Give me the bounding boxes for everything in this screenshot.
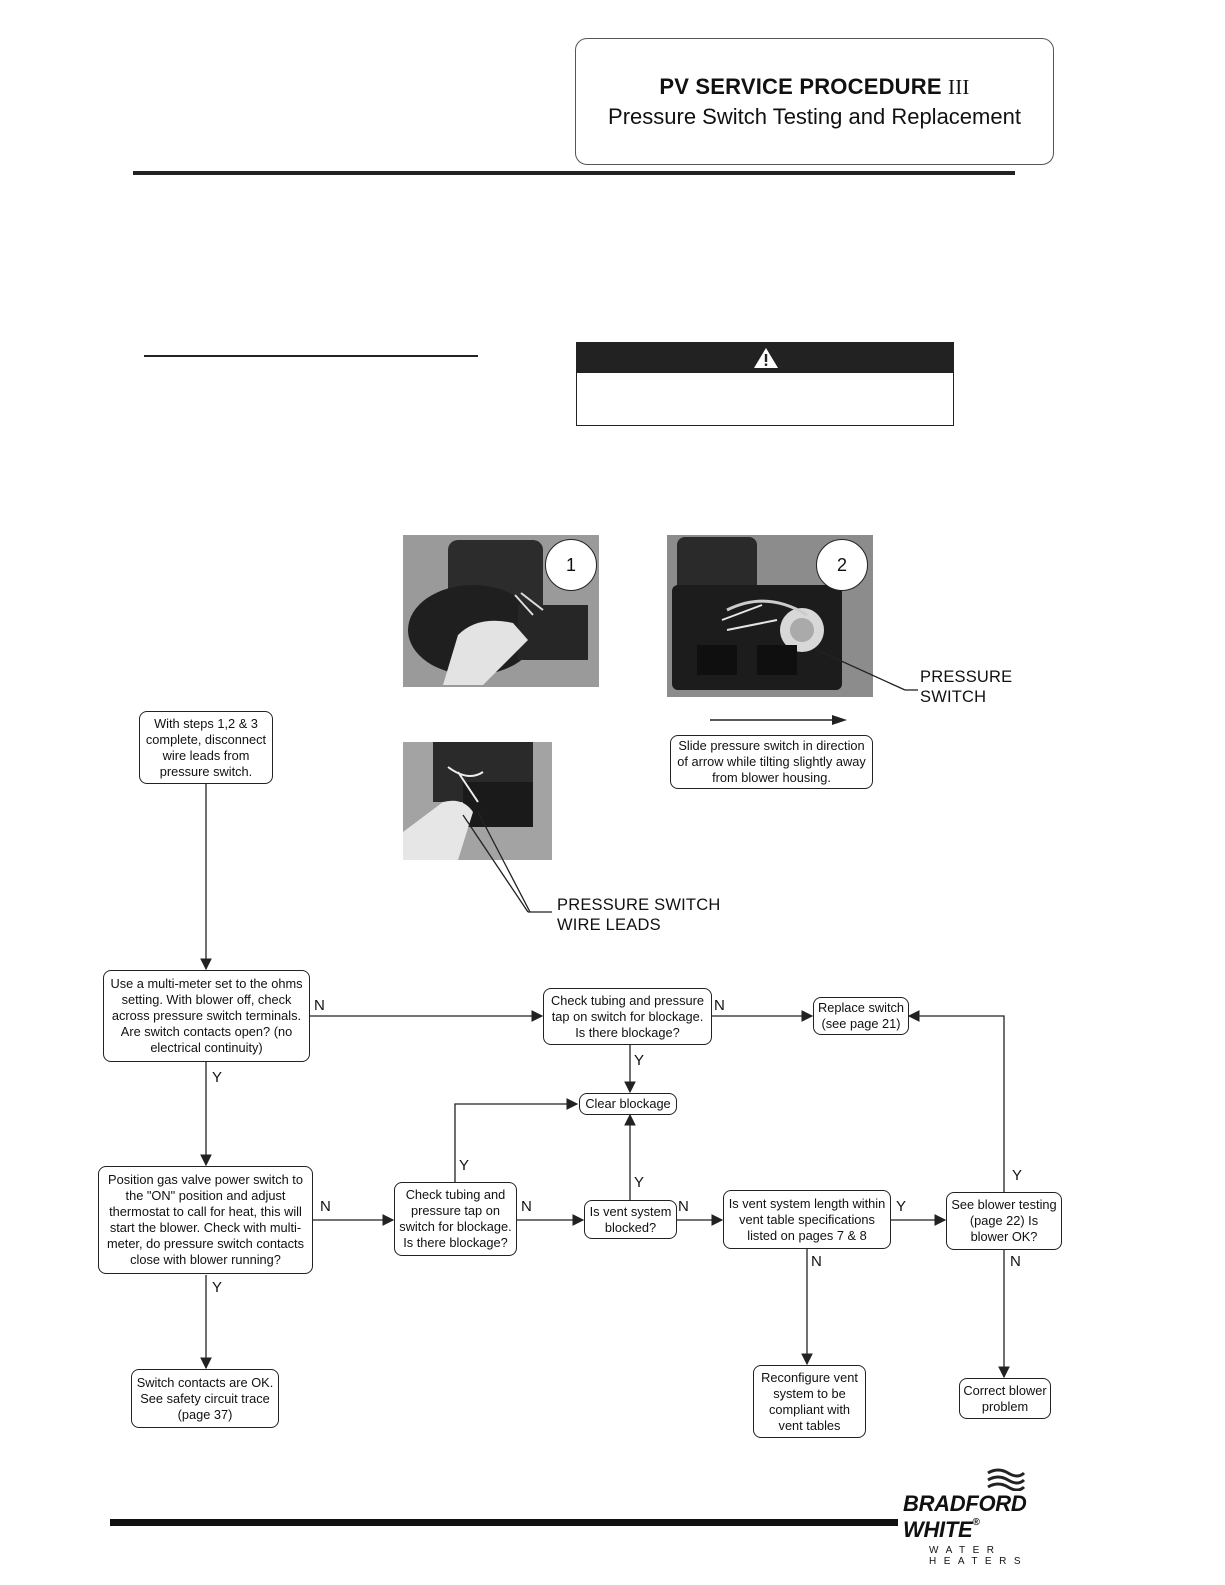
flow-label-yes: Y (896, 1198, 907, 1215)
wire-leads-label: PRESSURE SWITCH WIRE LEADS (557, 896, 721, 934)
registered-mark: ® (972, 1517, 980, 1528)
flow-label-no: N (811, 1253, 822, 1270)
flow-blower-testing-box: See blower testing (page 22) Is blower O… (946, 1192, 1062, 1250)
flow-label-no: N (320, 1198, 331, 1215)
pressure-switch-label: PRESSURE SWITCH (920, 668, 1013, 706)
flow-label-yes: Y (634, 1052, 645, 1069)
flow-label-yes: Y (459, 1157, 470, 1174)
flow-vent-blocked-box: Is vent system blocked? (584, 1200, 677, 1239)
flow-check-tubing-top-box: Check tubing and pressure tap on switch … (543, 988, 712, 1045)
flow-label-no: N (521, 1198, 532, 1215)
warning-bar (577, 343, 953, 373)
warning-box (576, 342, 954, 426)
flow-label-no: N (714, 997, 725, 1014)
flow-check-tubing-mid-box: Check tubing and pressure tap on switch … (394, 1182, 517, 1256)
procedure-number: III (948, 75, 970, 99)
header-rule (133, 171, 1015, 175)
wave-icon (987, 1468, 1026, 1491)
brand-name: BRADFORD WHITE® (903, 1491, 1027, 1542)
procedure-subtitle: Pressure Switch Testing and Replacement (608, 104, 1021, 129)
flow-gas-valve-box: Position gas valve power switch to the "… (98, 1166, 313, 1274)
brand-tagline: WATER HEATERS (929, 1545, 1028, 1567)
footer-rule (110, 1519, 898, 1526)
flow-label-no: N (678, 1198, 689, 1215)
flow-reconfigure-vent-box: Reconfigure vent system to be compliant … (753, 1365, 866, 1438)
photo-step-1-image (403, 535, 599, 687)
photo-step-1: 1 (403, 535, 599, 687)
slide-note-box: Slide pressure switch in direction of ar… (670, 735, 873, 789)
flow-label-yes: Y (212, 1069, 223, 1086)
flow-label-no: N (1010, 1253, 1021, 1270)
flow-vent-length-box: Is vent system length within vent table … (723, 1190, 891, 1249)
procedure-header: PV SERVICE PROCEDURE III Pressure Switch… (575, 38, 1054, 165)
flow-label-no: N (314, 997, 325, 1014)
flow-start-box: With steps 1,2 & 3 complete, disconnect … (139, 711, 273, 784)
section-rule (144, 355, 478, 357)
flow-label-yes: Y (1012, 1167, 1023, 1184)
procedure-title: PV SERVICE PROCEDURE III (659, 74, 970, 99)
flow-label-yes: Y (634, 1174, 645, 1191)
flow-ohms-test-box: Use a multi-meter set to the ohms settin… (103, 970, 310, 1062)
brand-logo: BRADFORD WHITE® WATER HEATERS (903, 1468, 1103, 1567)
flow-replace-switch-box: Replace switch (see page 21) (813, 997, 909, 1035)
flow-correct-blower-box: Correct blower problem (959, 1378, 1051, 1419)
step-1-number: 1 (545, 539, 597, 591)
warning-icon (754, 348, 778, 368)
flow-label-yes: Y (212, 1279, 223, 1296)
flow-contacts-ok-box: Switch contacts are OK. See safety circu… (131, 1369, 279, 1428)
flow-clear-blockage-box: Clear blockage (579, 1093, 677, 1115)
step-2-number: 2 (816, 539, 868, 591)
